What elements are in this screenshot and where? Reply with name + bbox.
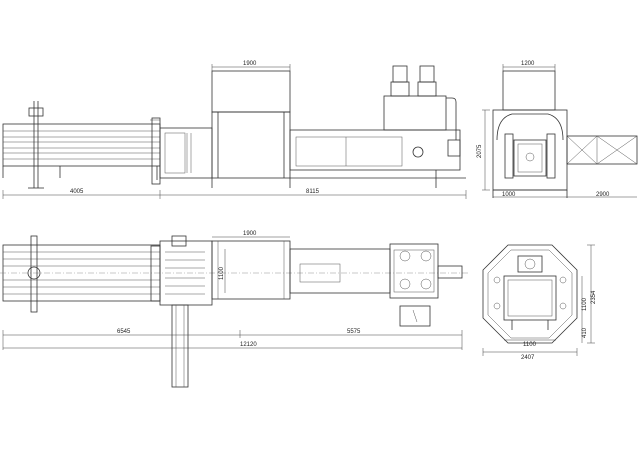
- top-infeed-conveyor: [0, 235, 470, 313]
- top-hopper-width-label: 1900: [243, 231, 257, 237]
- side-dimensions: 1900 4005 8115: [2, 61, 467, 199]
- top-chamber-width-label: 1100: [219, 266, 225, 280]
- front-base-width-label: 1000: [502, 192, 516, 198]
- side-hopper-width-label: 1900: [243, 61, 257, 67]
- end-press-frame: [482, 244, 578, 344]
- front-view: 1200 2075 1000 2900: [477, 61, 638, 198]
- front-outfeed-conveyor: [566, 135, 638, 165]
- end-total-width-label: 2407: [521, 355, 535, 361]
- end-inner-width-label: 1100: [523, 342, 537, 348]
- end-height-label: 2354: [591, 290, 597, 304]
- side-view: 1900 4005 8115: [2, 61, 467, 199]
- side-left-length-label: 4005: [70, 189, 84, 195]
- top-view: 1900 1100 6545 5575 12120: [0, 231, 470, 388]
- front-press-body: [492, 70, 568, 198]
- end-view: 1100 2407 2354 1100 410: [482, 244, 597, 361]
- top-left-length-label: 6545: [117, 329, 131, 335]
- top-press-body: [159, 235, 463, 327]
- front-dimensions: 1200 2075 1000 2900: [477, 61, 637, 198]
- side-hydraulic-unit: [383, 65, 461, 157]
- front-height-label: 2075: [477, 144, 483, 158]
- end-inner-height-label: 1100: [582, 297, 588, 311]
- end-base-height-label: 410: [582, 327, 588, 338]
- side-infeed-conveyor: [2, 101, 161, 189]
- side-hopper: [211, 70, 291, 113]
- top-total-length-label: 12120: [240, 342, 257, 348]
- front-top-width-label: 1200: [521, 61, 535, 67]
- front-hopper: [502, 70, 556, 111]
- side-right-length-label: 8115: [306, 189, 320, 195]
- side-press-body: [159, 70, 466, 188]
- top-side-conveyor: [171, 304, 189, 388]
- top-right-length-label: 5575: [347, 329, 361, 335]
- front-conveyor-length-label: 2900: [596, 192, 610, 198]
- top-dimensions: 1900 1100 6545 5575 12120: [2, 231, 463, 350]
- end-dimensions: 1100 2407 2354 1100 410: [482, 244, 597, 361]
